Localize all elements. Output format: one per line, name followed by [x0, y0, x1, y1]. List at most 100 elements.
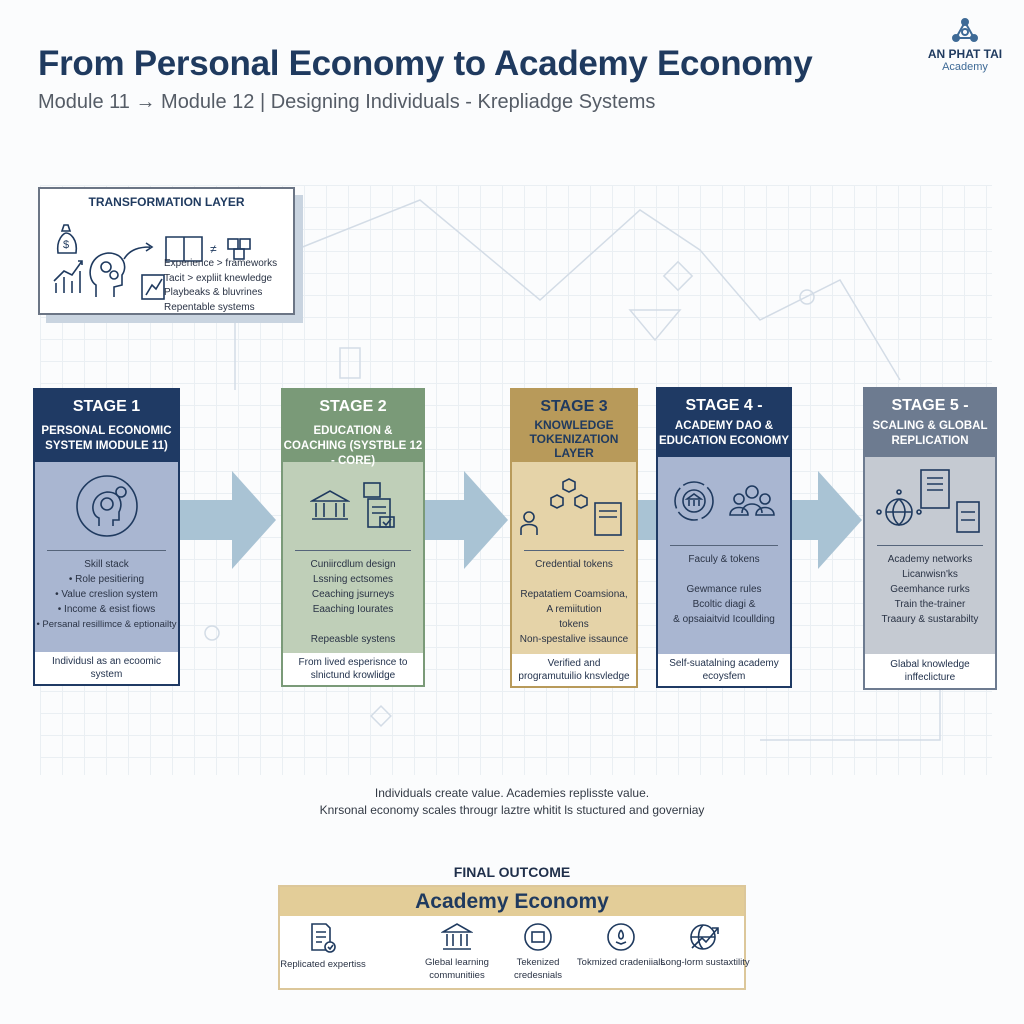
arrow-icon	[123, 242, 154, 260]
outcome-item: Replicated expertiss	[278, 922, 368, 971]
transformation-item: Tacit > expliit knewledge	[164, 272, 273, 284]
stage-item: Traaury & sustarabilty	[881, 614, 979, 625]
community-icon	[729, 485, 775, 516]
token-network-icon	[520, 478, 622, 536]
head-cycle-icon	[75, 475, 138, 537]
stage-item	[658, 567, 790, 582]
connector-lines	[204, 199, 941, 741]
outcome-label: Long-lorm sustaxtility	[660, 957, 750, 968]
stage-item: Licanwisn'ks	[902, 569, 958, 580]
stage-item	[283, 617, 423, 632]
transformation-item: Repentable systems	[164, 301, 255, 313]
final-outcome-label: FINAL OUTCOME	[453, 864, 571, 880]
stage-item	[512, 572, 636, 587]
flow-arrow-2	[425, 500, 467, 540]
logo-sub: Academy	[942, 61, 988, 73]
stage-item: Geemhance rurks	[890, 584, 970, 595]
transformation-title: TRANSFORMATION LAYER	[88, 195, 245, 209]
transformation-item: Experience > frameworks	[164, 258, 278, 269]
final-outcome-title: Academy Economy	[280, 887, 744, 916]
stage-subtitle: KNOWLEDGE TOKENIZATION LAYER	[529, 418, 619, 460]
institution-icon	[441, 923, 473, 950]
stage-item: Bcoltic diagi &	[692, 599, 756, 610]
globe-growth-icon	[690, 924, 719, 950]
flow-arrowhead-2	[464, 471, 508, 569]
stage-item: Eaaching Iourates	[312, 604, 394, 615]
stage-item: • Income & esist fiows	[57, 604, 156, 615]
stage-item: Ceaching jsurneys	[311, 589, 395, 600]
page-title: From Personal Economy to Academy Economy	[38, 44, 813, 83]
flow-arrowhead-1	[232, 471, 276, 569]
stage-item: • Value creslion system	[55, 589, 158, 600]
stage-footer: Individusl as an ecoomic system	[35, 652, 178, 684]
tagline-line-1: Individuals create value. Academies repl…	[374, 786, 650, 800]
stage-subtitle: PERSONAL ECONOMIC SYSTEM IMODULE 11)	[41, 425, 172, 452]
stage-item: Skill stack	[84, 559, 129, 570]
stage-subtitle: EDUCATION & COACHING (SYSTBLE 12 - CORE)	[283, 425, 423, 467]
outcome-item: Glebal learning communitiies	[412, 922, 502, 982]
stage-item: & opsaiaitvid Icoullding	[673, 614, 775, 625]
stage-item: Train the-trainer	[894, 599, 966, 610]
institution-icon	[310, 490, 350, 520]
stage-item: Cuniircdlum design	[310, 559, 396, 570]
stage-item: Academy networks	[887, 554, 973, 565]
chart-document-icon	[141, 274, 165, 300]
stage-item: Non-spestalive issaunce	[519, 634, 629, 645]
dao-cycle-icon	[674, 481, 714, 521]
stage-2-card: STAGE 2 EDUCATION & COACHING (SYSTBLE 12 …	[281, 388, 425, 687]
outcome-item: Tekenized credesnials	[493, 922, 583, 982]
stage-item: Lssning ectsomes	[312, 574, 394, 585]
transformation-layer-panel: TRANSFORMATION LAYER $ ≠ Experience > fr…	[38, 187, 295, 315]
stage-footer: Verified and programutuilio knsvledge	[512, 654, 636, 686]
network-logo-icon	[952, 18, 978, 42]
final-outcome-panel: Academy Economy Replicated expertiss Gle…	[278, 885, 750, 990]
flow-arrow-3	[638, 500, 658, 540]
logo-name: AN PHAT TAI	[927, 47, 1003, 61]
token-coin-icon	[524, 923, 552, 951]
stage-item: • Role pesitiering	[68, 574, 145, 585]
global-documents-icon	[876, 469, 980, 533]
svg-text:$: $	[63, 239, 69, 251]
stage-item: Faculy & tokens	[688, 554, 760, 565]
stage-subtitle: ACADEMY DAO & EDUCATION ECONOMY	[658, 420, 790, 447]
checklist-icon	[363, 482, 395, 528]
stage-title: STAGE 2	[319, 398, 387, 415]
outcome-label: Tokmized cradeniials	[576, 957, 666, 968]
document-check-icon	[311, 923, 336, 953]
credential-badge-icon	[607, 923, 635, 951]
transformation-list: Experience > frameworks Tacit > expliit …	[164, 257, 277, 315]
stage-item: tokens	[559, 619, 589, 630]
flow-arrow-1	[180, 500, 235, 540]
stage-5-card: STAGE 5 - SCALING & GLOBAL REPLICATION Ac…	[863, 387, 997, 690]
stage-item: Gewmance rules	[686, 584, 762, 595]
stage-title: STAGE 4 -	[685, 397, 763, 414]
money-bag-icon: $	[56, 224, 78, 254]
outcome-label: Tekenized credesnials	[513, 957, 563, 981]
outcome-item: Long-lorm sustaxtility	[660, 922, 750, 969]
page-subtitle: Module 11 → Module 12 | Designing Indivi…	[38, 91, 656, 113]
svg-text:≠: ≠	[210, 242, 217, 256]
flow-arrow-4	[792, 500, 820, 540]
tagline-line-2: Knrsonal economy scales througr laztre w…	[319, 803, 705, 817]
stage-title: STAGE 3	[540, 398, 608, 415]
outcome-label: Replicated expertiss	[280, 959, 366, 970]
logo: AN PHAT TAI Academy	[915, 18, 1015, 73]
stage-footer: From lived esperisnce to slnictund krowl…	[283, 653, 423, 685]
flow-arrowhead-4	[818, 471, 862, 569]
stage-item: A remiitution	[546, 604, 602, 615]
stage-subtitle: SCALING & GLOBAL REPLICATION	[872, 420, 988, 447]
stage-item: Repatatiem Coamsiona,	[520, 589, 628, 600]
stage-footer: Glabal knowledge inffeclicture	[865, 654, 995, 688]
outcome-label: Glebal learning communitiies	[425, 957, 489, 981]
stage-title: STAGE 5 -	[891, 397, 969, 414]
transformation-item: Playbeaks & bluvrines	[164, 287, 263, 298]
head-gears-icon	[89, 252, 126, 297]
growth-chart-icon	[53, 260, 83, 293]
book-icon	[165, 236, 203, 262]
stage-item: Repeasble systens	[310, 634, 396, 645]
outcome-item: Tokmized cradeniials	[576, 922, 666, 969]
stage-item: • Persanal resillimce & eptionailty	[36, 619, 177, 630]
stage-4-card: STAGE 4 - ACADEMY DAO & EDUCATION ECONOMY…	[656, 387, 792, 688]
stage-title: STAGE 1	[72, 398, 141, 415]
